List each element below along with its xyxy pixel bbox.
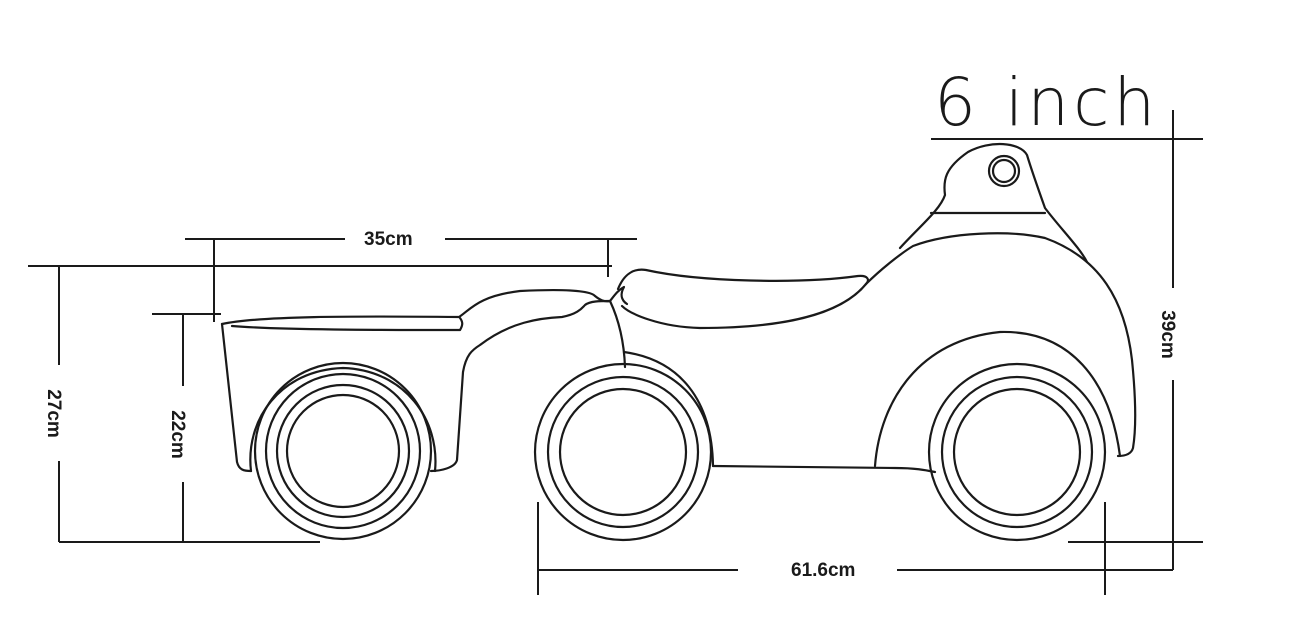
hitch	[608, 285, 629, 369]
trailer-wheel	[253, 361, 433, 541]
car-rear-wheel	[533, 362, 713, 542]
car-length-label: 61.6cm	[791, 560, 856, 581]
trailer	[220, 288, 612, 473]
handlebar-mount	[898, 142, 1089, 264]
trailer-bucket	[220, 288, 612, 326]
seat	[616, 268, 869, 330]
wheel-size-label: 6 inch	[934, 64, 1160, 141]
car-height-label: 39cm	[1156, 310, 1178, 359]
car-body	[616, 142, 1137, 474]
dimension-lines	[28, 110, 1203, 595]
trailer-height-label: 22cm	[166, 410, 188, 459]
car-front-wheel	[927, 362, 1107, 542]
trailer-length-label: 35cm	[364, 229, 413, 250]
overall-height-label: 27cm	[42, 389, 64, 438]
